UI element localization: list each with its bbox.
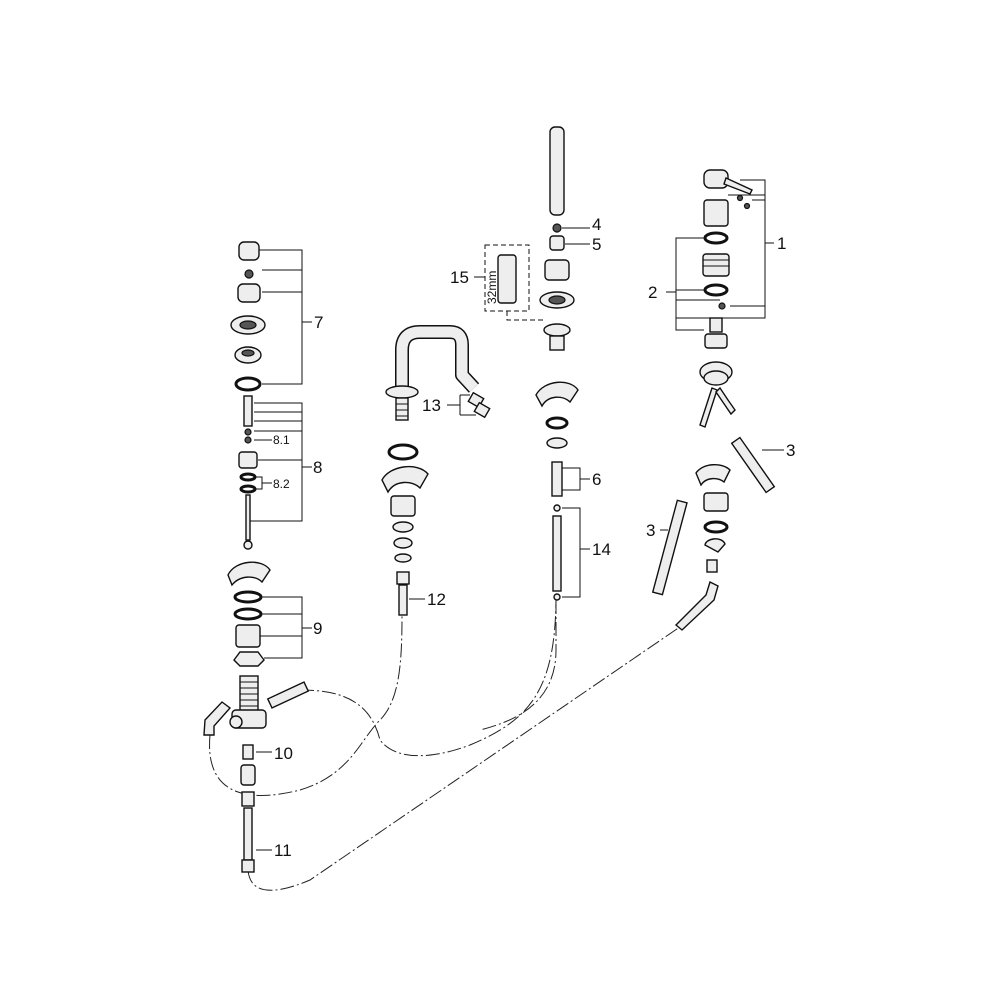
callout-labels: 1 2 3 3 4 5 6 7 8 8.1 8.2 9 10 11 12 13 … xyxy=(273,215,795,860)
callout-2: 2 xyxy=(648,283,657,302)
callout-11: 11 xyxy=(274,841,292,860)
hose-routing-lines xyxy=(209,599,691,891)
hand-shower-assembly: 32mm xyxy=(484,126,579,601)
leader-lines xyxy=(250,179,784,851)
callout-4: 4 xyxy=(592,215,601,234)
callout-8: 8 xyxy=(313,458,322,477)
callout-10: 10 xyxy=(274,744,293,763)
callout-3b: 3 xyxy=(646,521,655,540)
callout-3a: 3 xyxy=(786,441,795,460)
callout-12: 12 xyxy=(427,590,446,609)
callout-13: 13 xyxy=(422,396,441,415)
callout-7: 7 xyxy=(314,313,323,332)
callout-6: 6 xyxy=(592,470,601,489)
callout-15: 15 xyxy=(450,268,469,287)
spout-assembly xyxy=(381,325,491,616)
callout-5: 5 xyxy=(592,235,601,254)
diverter-assembly xyxy=(203,241,310,873)
mixer-assembly xyxy=(651,169,776,631)
callout-9: 9 xyxy=(313,619,322,638)
callout-14: 14 xyxy=(592,540,611,559)
dimension-label: 32mm xyxy=(485,271,499,304)
callout-1: 1 xyxy=(777,234,786,253)
callout-8-1: 8.1 xyxy=(273,433,290,447)
callout-8-2: 8.2 xyxy=(273,477,290,491)
